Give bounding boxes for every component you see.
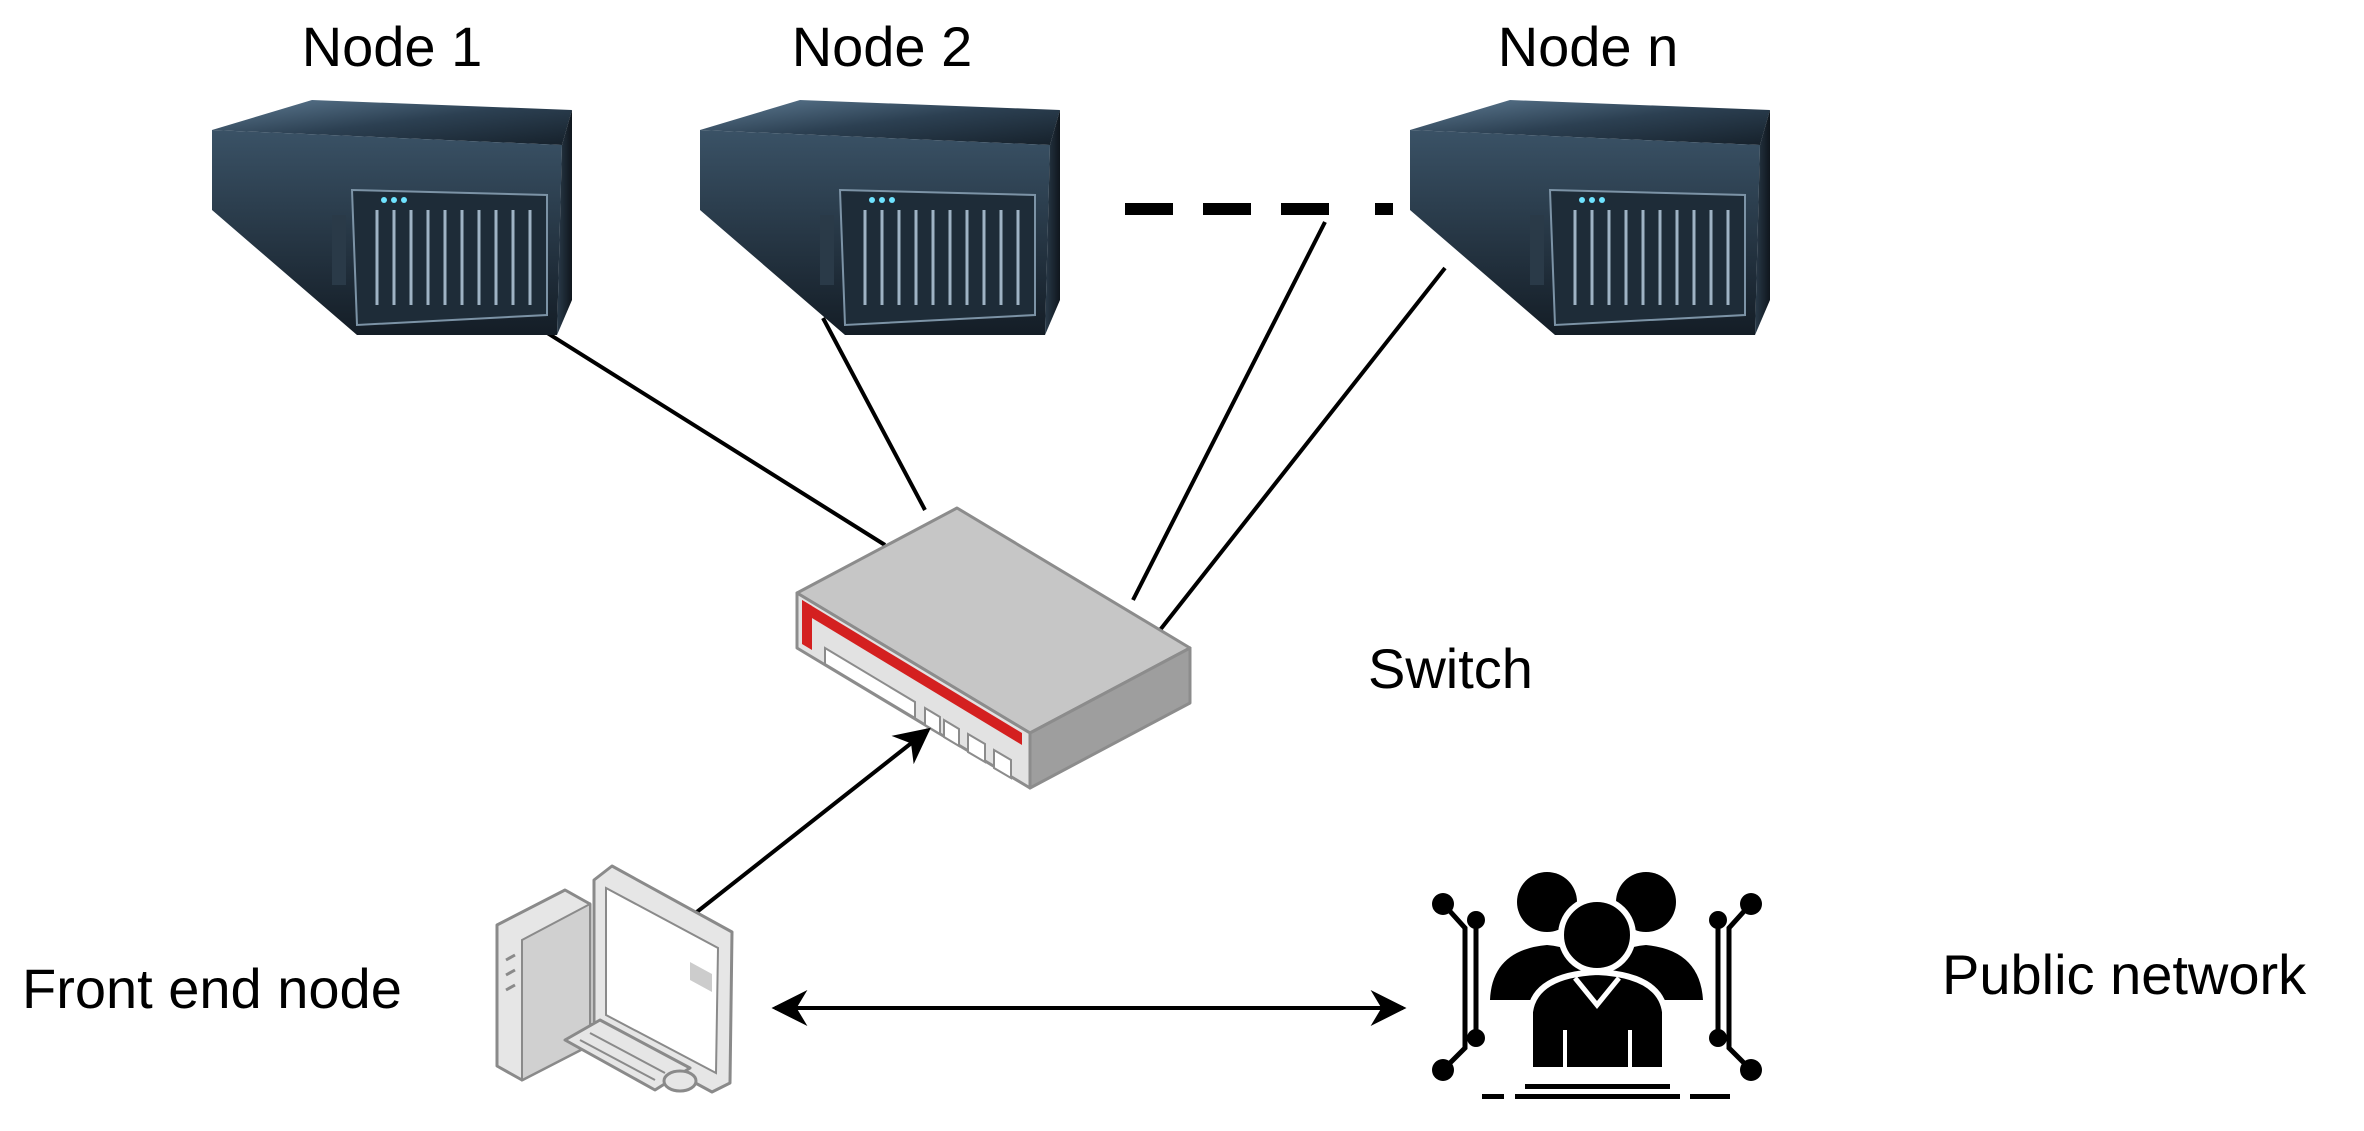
network-switch[interactable] xyxy=(795,506,1192,790)
node-1-label: Node 1 xyxy=(302,15,483,78)
link-frontend-switch xyxy=(691,727,931,917)
front-end-computer[interactable] xyxy=(495,864,734,1094)
link-node2-switch xyxy=(821,317,927,511)
users-network-icon[interactable] xyxy=(1432,872,1762,1099)
more-nodes-ellipsis xyxy=(1125,203,1393,215)
server-node-2[interactable] xyxy=(698,98,1062,337)
link-noden-switch-a xyxy=(1131,221,1327,601)
server-node-n[interactable] xyxy=(1408,98,1772,337)
public-network-label: Public network xyxy=(1942,943,2307,1006)
node-2-label: Node 2 xyxy=(792,15,973,78)
front-end-node-label: Front end node xyxy=(22,957,402,1020)
server-node-1[interactable] xyxy=(210,98,574,337)
switch-label: Switch xyxy=(1368,637,1533,700)
link-noden-switch-b xyxy=(1158,266,1447,632)
node-n-label: Node n xyxy=(1498,15,1679,78)
